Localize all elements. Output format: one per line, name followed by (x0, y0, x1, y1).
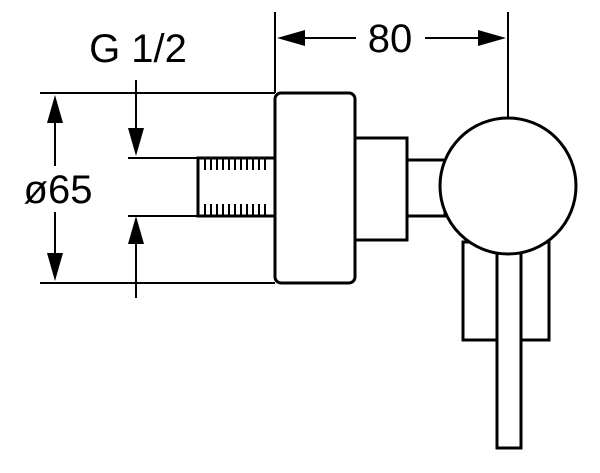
cartridge-housing (353, 136, 409, 242)
arrowhead-right (478, 30, 506, 46)
thread-arrowhead-bottom (128, 216, 144, 244)
thread-teeth-bottom (204, 204, 266, 216)
thread-teeth-top (204, 158, 266, 170)
threaded-connector (196, 156, 278, 218)
diameter-arrowhead-bottom (47, 253, 63, 281)
valve-body-circle (438, 116, 578, 256)
thread-label: G 1/2 (89, 27, 187, 71)
wall-flange (273, 91, 357, 285)
diameter-arrowhead-top (47, 95, 63, 123)
dimension-80: 80 (274, 12, 509, 122)
diameter-label: ø65 (24, 168, 93, 212)
width-label: 80 (368, 17, 413, 61)
dimension-thread: G 1/2 (89, 27, 205, 298)
lever-handle (495, 240, 523, 450)
arrowhead-left (277, 30, 305, 46)
dimension-diameter: ø65 (24, 92, 275, 284)
thread-arrowhead-top (128, 128, 144, 156)
